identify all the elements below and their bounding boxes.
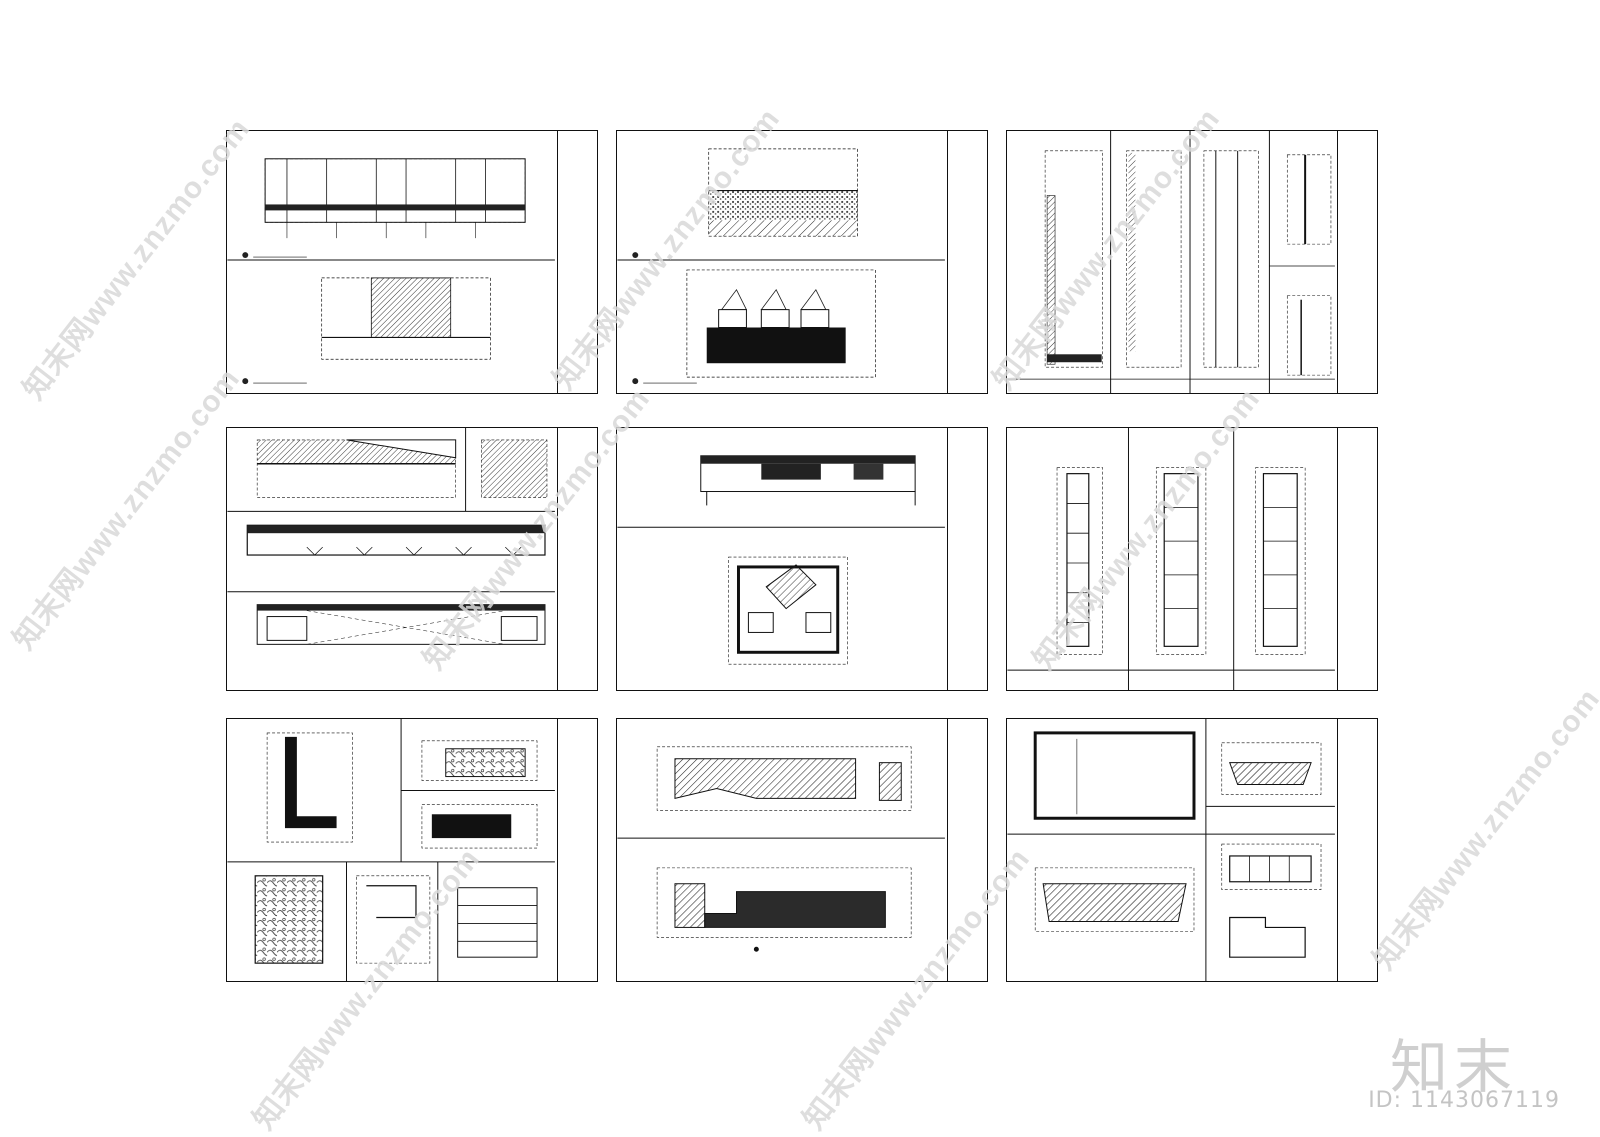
sheet-3-title-block — [1337, 131, 1377, 393]
drawing-sheet-5 — [616, 427, 988, 691]
drawing-sheet-9 — [1006, 718, 1378, 982]
drawing-sheet-8 — [616, 718, 988, 982]
sheet-2-drawing — [617, 148, 945, 385]
sheet-7-drawing — [227, 719, 555, 981]
drawing-sheet-3 — [1006, 130, 1378, 394]
sheet-4-title-block — [557, 428, 597, 690]
sheet-8-title-block — [947, 719, 987, 981]
sheet-1-drawing — [227, 158, 555, 385]
sheet-6-drawing — [1007, 428, 1335, 690]
sheet-9-title-block — [1337, 719, 1377, 981]
sheet-3-drawing — [1007, 131, 1335, 393]
sheet-1-title-block — [557, 131, 597, 393]
drawing-sheet-1 — [226, 130, 598, 394]
drawing-sheet-2 — [616, 130, 988, 394]
sheet-8-drawing — [617, 746, 945, 952]
sheet-4-drawing — [227, 428, 555, 645]
sheet-5-drawing — [617, 455, 945, 665]
drawing-sheet-6 — [1006, 427, 1378, 691]
sheet-2-title-block — [947, 131, 987, 393]
drawing-sheet-7 — [226, 718, 598, 982]
watermark-text: 知末网www.znzmo.com — [1367, 682, 1600, 976]
brand-logo-text: 知末 — [1389, 1033, 1518, 1101]
drawing-sheet-4 — [226, 427, 598, 691]
sheet-9-drawing — [1007, 719, 1335, 981]
sheet-5-title-block — [947, 428, 987, 690]
watermark-text: 知末网www.znzmo.com — [7, 362, 247, 656]
sheet-6-title-block — [1337, 428, 1377, 690]
image-id-label: ID: 1143067119 — [1368, 1088, 1560, 1113]
sheet-7-title-block — [557, 719, 597, 981]
watermark-text: 知末网www.znzmo.com — [17, 112, 257, 406]
